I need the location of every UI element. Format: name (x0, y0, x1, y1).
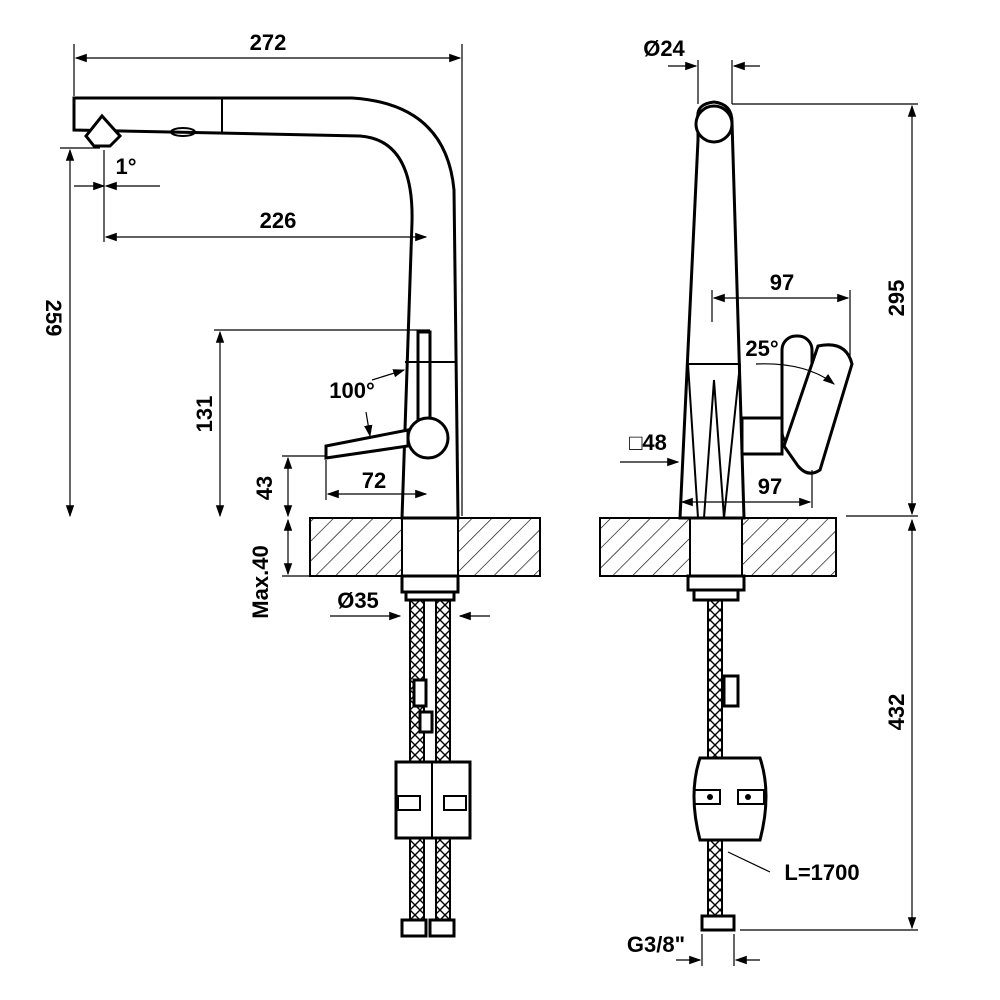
dim-handle-reach-bottom: 97 (758, 474, 782, 499)
dim-hose-below: 432 (884, 694, 909, 731)
dim-lever-height: 43 (252, 476, 277, 500)
dim-thread: G3/8" (627, 932, 685, 957)
handle-front (406, 416, 450, 460)
dim-height-side: 295 (884, 280, 909, 317)
valve-block-side (692, 756, 768, 842)
dim-max-thickness: Max.40 (248, 545, 273, 618)
dim-handle-angle: 100° (329, 378, 375, 403)
dim-spout-reach: 226 (260, 208, 297, 233)
dim-handle-height: 131 (192, 396, 217, 433)
dim-total-height: 259 (41, 300, 66, 337)
dim-base-square: □48 (629, 430, 667, 455)
dim-hose-length: L=1700 (784, 860, 859, 885)
dim-handle-reach-top: 97 (770, 270, 794, 295)
front-view: 272 226 1° 259 131 100° 43 72 Max.40 Ø35 (41, 30, 541, 938)
spray-head (84, 113, 123, 148)
dim-hole-diameter: Ø35 (337, 588, 379, 613)
spout-front (72, 96, 460, 520)
dim-top-diameter: Ø24 (643, 36, 685, 61)
dim-spout-angle: 1° (115, 154, 136, 179)
dim-total-width: 272 (250, 30, 287, 55)
dim-lever-reach: 72 (362, 468, 386, 493)
dim-handle-angle-side: 25° (745, 336, 778, 361)
side-view: Ø24 295 97 25° □48 97 432 L=1700 G3/8" (599, 36, 918, 966)
